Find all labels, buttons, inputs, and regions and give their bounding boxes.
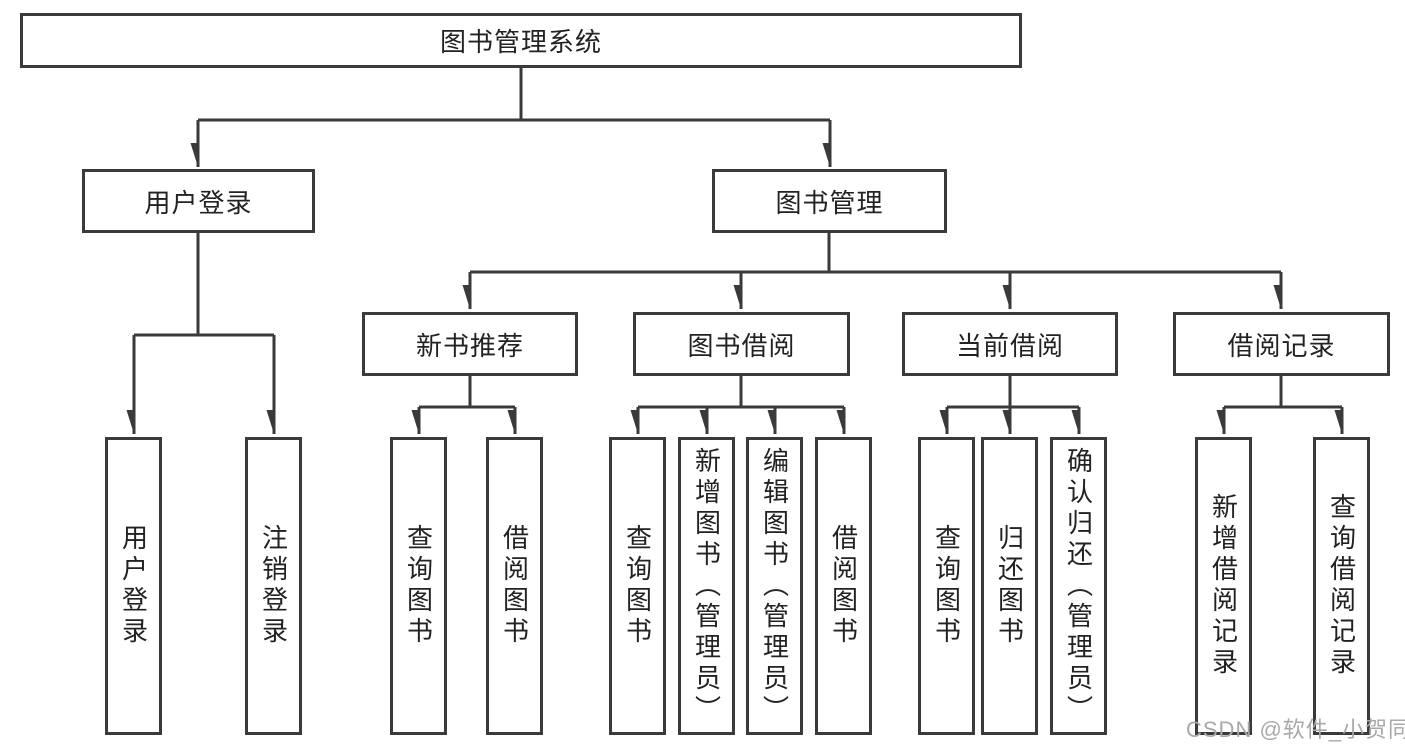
node-label: 查询图书 [931,524,962,648]
leaf-add-borrow-record: 新增借阅记录 [1195,437,1252,735]
leaf-query-books-current: 查询图书 [918,437,975,735]
node-label: 查询借阅记录 [1326,493,1357,679]
node-new-book-recommend: 新书推荐 [362,312,578,376]
leaf-return-book: 归还图书 [981,437,1038,735]
node-label: 图书借阅 [687,330,796,361]
node-label: 注销登录 [258,524,289,648]
leaf-user-login: 用户登录 [105,437,162,735]
node-label: 图书管理 [775,187,884,218]
node-label: 当前借阅 [955,330,1064,361]
node-label: 新增图书（管理员） [691,446,722,726]
leaf-borrow-books-borrowing: 借阅图书 [815,437,872,735]
node-label: 编辑图书（管理员） [759,446,790,726]
node-label: 用户登录 [118,524,149,648]
node-current-borrowing: 当前借阅 [902,312,1118,376]
leaf-query-books-recommend: 查询图书 [390,437,447,735]
node-label: 查询图书 [403,524,434,648]
leaf-borrow-books-recommend: 借阅图书 [486,437,543,735]
leaf-edit-book-admin: 编辑图书（管理员） [746,437,803,735]
node-label: 图书管理系统 [439,27,602,57]
node-book-borrowing: 图书借阅 [633,312,850,376]
node-label: 用户登录 [144,187,253,218]
node-library-management-system: 图书管理系统 [20,13,1022,68]
node-label: 查询图书 [622,524,653,648]
leaf-confirm-return-admin: 确认归还（管理员） [1050,437,1107,735]
node-label: 借阅图书 [828,524,859,648]
node-label: 归还图书 [994,524,1025,648]
node-book-management: 图书管理 [712,169,947,233]
leaf-query-borrow-record: 查询借阅记录 [1313,437,1370,735]
node-label: 新增借阅记录 [1208,493,1239,679]
leaf-add-book-admin: 新增图书（管理员） [678,437,735,735]
csdn-watermark: CSDN @软件_小贺同学 [1186,717,1405,742]
node-label: 借阅记录 [1227,330,1336,361]
leaf-logout: 注销登录 [245,437,302,735]
leaf-query-books-borrowing: 查询图书 [609,437,666,735]
node-label: 新书推荐 [415,330,524,361]
node-label: 借阅图书 [499,524,530,648]
node-label: 确认归还（管理员） [1063,446,1094,726]
node-borrow-records: 借阅记录 [1173,312,1390,376]
node-user-login: 用户登录 [82,169,315,233]
